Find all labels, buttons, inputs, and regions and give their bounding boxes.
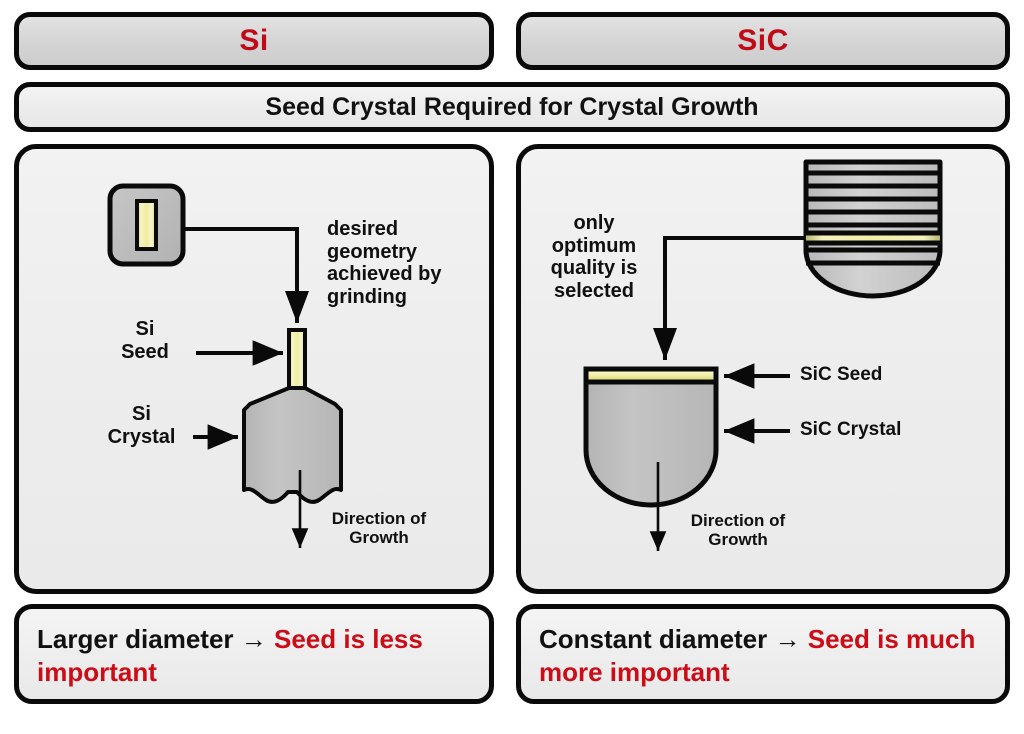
header-title-si: Si: [239, 24, 269, 57]
annotation-desired-geometry: desired geometry achieved by grinding: [327, 218, 442, 308]
conclusion-si-black: Larger diameter: [37, 624, 241, 654]
conclusion-box-sic: Constant diameter → Seed is much more im…: [516, 604, 1010, 704]
label-sic-seed: SiC Seed: [800, 364, 883, 385]
label-sic-crystal: SiC Crystal: [800, 419, 902, 440]
conclusion-text-sic: Constant diameter → Seed is much more im…: [539, 623, 987, 690]
label-si-direction-of-growth: Direction of Growth: [331, 509, 427, 548]
conclusion-sic-black: Constant diameter: [539, 624, 775, 654]
header-title-sic: SiC: [737, 24, 789, 57]
header-box-sic: SiC: [516, 12, 1010, 70]
panel-si-diagram: [14, 144, 494, 594]
label-sic-direction-of-growth: Direction of Growth: [690, 511, 786, 550]
band-seed-crystal-required: Seed Crystal Required for Crystal Growth: [14, 82, 1010, 132]
band-label: Seed Crystal Required for Crystal Growth: [265, 92, 759, 121]
label-si-crystal: Si Crystal: [107, 403, 176, 448]
conclusion-sic-red: Seed is much more important: [539, 624, 976, 688]
arrow-glyph-icon-2: →: [774, 624, 801, 654]
conclusion-si-red: Seed is less important: [37, 624, 423, 688]
arrow-glyph-icon: →: [240, 624, 267, 654]
label-si-seed: Si Seed: [121, 318, 169, 363]
conclusion-box-si: Larger diameter → Seed is less important: [14, 604, 494, 704]
header-box-si: Si: [14, 12, 494, 70]
conclusion-text-si: Larger diameter → Seed is less important: [37, 623, 471, 690]
annotation-only-optimum-quality: only optimum quality is selected: [550, 212, 638, 302]
